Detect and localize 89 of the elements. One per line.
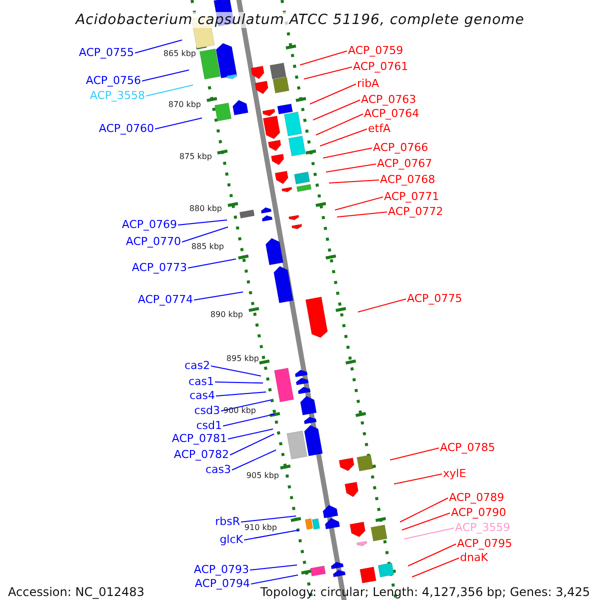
accession-text: Accession: NC_012483	[8, 586, 144, 599]
scale-label: 905 kbp	[246, 471, 279, 480]
leader-line	[142, 70, 190, 82]
leader-line	[334, 196, 384, 210]
gene-label: ACP_0795	[457, 537, 512, 550]
gene-label: cas4	[189, 389, 215, 402]
leader-line	[390, 448, 440, 460]
genome-info-text: Topology: circular; Length: 4,127,356 bp; Genes: 3,425	[260, 586, 590, 599]
leader-line	[194, 292, 244, 300]
scale-label: 875 kbp	[179, 152, 212, 161]
gene-label: ACP_0760	[98, 122, 154, 135]
leader-line	[214, 382, 264, 384]
scale-label: 880 kbp	[189, 204, 222, 213]
gene-label: dnaK	[460, 551, 488, 564]
gene-label: ACP_0766	[373, 141, 428, 154]
leader-line	[230, 434, 274, 456]
leader-line	[326, 164, 376, 172]
leader-line	[216, 392, 266, 396]
leader-line	[336, 212, 388, 218]
leader-line	[402, 512, 450, 530]
gene-label: csd3	[194, 404, 220, 417]
gene-label: ACP_0790	[451, 506, 506, 519]
gene-label: cas3	[205, 463, 231, 476]
gene-label: ACP_0772	[388, 205, 444, 218]
leader-line	[322, 148, 372, 158]
gene-label: ACP_0770	[126, 235, 181, 248]
leader-line	[250, 574, 298, 584]
scale-label: 910 kbp	[244, 523, 277, 532]
gene-label: etfA	[368, 122, 390, 135]
leader-line	[312, 100, 360, 120]
leader-line	[232, 450, 276, 470]
leader-line	[222, 414, 276, 426]
gene-label: ACP_0769	[122, 218, 177, 231]
gene-label: ACP_0781	[172, 432, 227, 445]
scale-label: 895 kbp	[226, 354, 259, 363]
leader-line	[240, 516, 296, 522]
gene-label: xylE	[443, 467, 466, 480]
gene-label: ACP_0756	[86, 74, 141, 87]
title: Acidobacterium capsulatum ATCC 51196, complete genome	[76, 12, 524, 28]
scale-label: 865 kbp	[163, 49, 196, 58]
gene-label: ACP_0771	[384, 190, 440, 203]
leader-line	[358, 298, 406, 312]
gene-label: ACP_0763	[361, 93, 416, 106]
gene-label: ACP_0759	[348, 44, 404, 57]
leader-line	[408, 544, 456, 566]
gene-label: ACP_0794	[194, 577, 250, 590]
gene-label: ACP_0773	[132, 261, 187, 274]
gene-label: ribA	[357, 77, 380, 90]
gene-label: ACP_0775	[407, 292, 462, 305]
leader-line	[146, 84, 194, 96]
gene-label: ACP_0774	[138, 293, 193, 306]
leader-line	[328, 180, 380, 184]
leader-line	[316, 114, 364, 136]
scale-label: 890 kbp	[210, 310, 243, 319]
gene-label: csd1	[196, 419, 222, 432]
gene-label: ACP_3559	[455, 521, 510, 534]
gene-label: ACP_0755	[78, 46, 134, 59]
gene-label: ACP_0785	[440, 441, 496, 454]
leader-line	[394, 474, 442, 484]
leader-line	[244, 530, 300, 540]
leader-line	[250, 564, 298, 570]
gene-label: glcK	[220, 533, 243, 546]
gene-label: ACP_0768	[380, 173, 436, 186]
leader-line	[154, 118, 202, 130]
gene-label: ACP_0761	[353, 60, 408, 73]
leader-line	[300, 50, 348, 66]
gene-label: cas2	[184, 359, 210, 372]
gene-label: ACP_3558	[90, 89, 145, 102]
gene-label: rbsR	[215, 515, 240, 528]
gene-label: cas1	[188, 375, 214, 388]
gene-label: ACP_0767	[377, 157, 432, 170]
leader-line	[210, 366, 262, 376]
gene-label: ACP_0764	[364, 107, 420, 120]
leader-line	[412, 558, 460, 578]
leader-line	[304, 66, 352, 80]
leader-line	[178, 220, 228, 226]
gene-label: ACP_0793	[194, 563, 249, 576]
gene-label: ACP_0789	[449, 491, 504, 504]
leader-line	[228, 428, 274, 440]
leader-line	[404, 528, 454, 540]
leader-line	[188, 258, 236, 268]
leader-line	[182, 226, 228, 242]
leader-line	[320, 128, 368, 146]
leader-line	[400, 498, 448, 522]
leader-line	[134, 40, 182, 54]
gene-label: ACP_0782	[174, 448, 229, 461]
scale-label: 885 kbp	[191, 242, 224, 251]
leader-line	[310, 84, 356, 104]
scale-label: 870 kbp	[168, 100, 201, 109]
